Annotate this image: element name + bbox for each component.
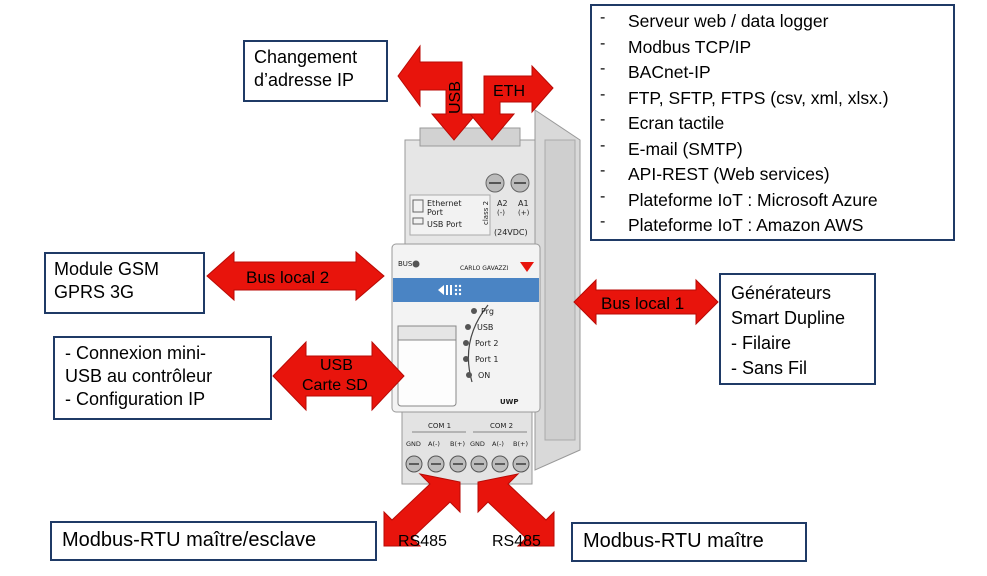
voltage-label: (24VDC): [494, 228, 528, 237]
led-prg-label: Prg: [481, 307, 494, 316]
class-label: class 2: [482, 201, 490, 225]
bus-label: BUS: [398, 260, 413, 268]
a2-label: A2: [497, 199, 508, 208]
minus-label: (-): [497, 209, 505, 217]
led-port2-label: Port 2: [475, 339, 499, 348]
usb-sd-label-2: Carte SD: [302, 377, 368, 394]
brand-logo-icon: [520, 262, 534, 272]
a1-label: A1: [518, 199, 529, 208]
eth-arrow: [468, 64, 554, 141]
feature-item: Serveur web / data logger: [598, 5, 947, 35]
feature-item: E-mail (SMTP): [598, 133, 947, 163]
gsm-module-box: Module GSM GPRS 3G: [44, 252, 205, 314]
terminal-a-1: A(-): [428, 440, 440, 448]
bus-led-icon: [412, 260, 420, 268]
rs485-right-label: RS485: [492, 533, 541, 550]
feature-item: Plateforme IoT : Microsoft Azure: [598, 184, 947, 214]
feature-item: Ecran tactile: [598, 107, 947, 137]
eth-arrow-label: ETH: [493, 83, 525, 100]
feature-item: BACnet-IP: [598, 56, 947, 86]
bus-local-2-label: Bus local 2: [246, 268, 329, 287]
ip-change-box: Changement d’adresse IP: [243, 40, 388, 102]
usb-port-label: USB Port: [427, 220, 462, 229]
rs485-left-label: RS485: [398, 533, 447, 550]
rs485-left-arrow: [383, 473, 461, 547]
usb-top-arrow-label: USB: [447, 81, 464, 114]
usb-sd-label-1: USB: [320, 357, 353, 374]
feature-item: Modbus TCP/IP: [598, 31, 947, 61]
rs485-right-arrow: [477, 473, 555, 547]
ethernet-port-label: Ethernet: [427, 199, 461, 208]
brand-label: CARLO GAVAZZI: [460, 265, 509, 272]
plus-label: (+): [518, 209, 530, 217]
ethernet-port-label-2: Port: [427, 208, 443, 217]
modbus-rtu-master-slave-box: Modbus-RTU maître/esclave: [50, 521, 377, 561]
bus-local-2-arrow: [206, 250, 385, 302]
led-on-label: ON: [478, 371, 490, 380]
modbus-rtu-master-box: Modbus-RTU maître: [571, 522, 807, 562]
uwp-controller-device: Ethernet Port USB Port class 2 A2 A1 (-)…: [391, 109, 581, 485]
feature-item: FTP, SFTP, FTPS (csv, xml, xlsx.): [598, 82, 947, 112]
feature-item: API-REST (Web services): [598, 158, 947, 188]
usb-top-arrow: [397, 44, 478, 141]
features-list: Serveur web / data logger Modbus TCP/IP …: [598, 5, 947, 239]
terminal-a-2: A(-): [492, 440, 504, 448]
com2-label: COM 2: [490, 422, 513, 430]
usb-connection-box: - Connexion mini- USB au contrôleur - Co…: [53, 336, 272, 420]
usb-sd-arrow: [272, 340, 405, 412]
bus-local-1-arrow: [573, 278, 719, 326]
com1-label: COM 1: [428, 422, 451, 430]
model-label: UWP: [500, 398, 519, 406]
led-usb-label: USB: [477, 323, 493, 332]
terminal-gnd-2: GND: [470, 440, 485, 448]
feature-item: Plateforme IoT : Amazon AWS: [598, 209, 947, 239]
dupline-box: Générateurs Smart Dupline - Filaire - Sa…: [719, 273, 876, 385]
device-blue-band: [393, 278, 539, 302]
bus-local-1-label: Bus local 1: [601, 294, 684, 313]
terminal-gnd-1: GND: [406, 440, 421, 448]
terminal-b-1: B(+): [450, 440, 465, 448]
terminal-labels: GND A(-) B(+) GND A(-) B(+): [406, 440, 528, 448]
features-box: Serveur web / data logger Modbus TCP/IP …: [590, 4, 955, 241]
led-port1-label: Port 1: [475, 355, 499, 364]
terminal-b-2: B(+): [513, 440, 528, 448]
status-led-list: Prg USB Port 2 Port 1 ON: [463, 307, 499, 380]
